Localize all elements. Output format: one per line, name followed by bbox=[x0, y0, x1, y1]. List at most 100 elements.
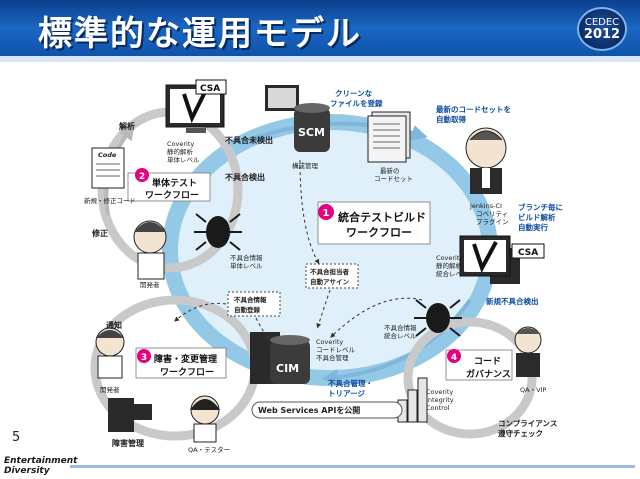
governance-line2: ガバナンス bbox=[466, 368, 511, 380]
center-flow-line2: ワークフロー bbox=[346, 226, 412, 239]
center-flow-num: 1 bbox=[323, 208, 330, 219]
qa-tester-icon bbox=[190, 395, 220, 443]
jenkins-l1: Jenkins-CI bbox=[469, 202, 502, 210]
defect-flow-box: 3 障害・変更管理 ワークフロー bbox=[135, 347, 227, 379]
workflow-diagram: 1 統合テストビルド ワークフロー 2 単体テスト ワークフロー 3 障害・変更… bbox=[84, 79, 563, 454]
cim-server: CIM bbox=[250, 332, 310, 384]
defect-reg-2: 自動登録 bbox=[234, 305, 261, 314]
scm-server: SCM bbox=[265, 85, 330, 152]
cim-l1: Coverity bbox=[316, 338, 343, 346]
csa-right-computer: CSA bbox=[459, 235, 545, 284]
cim-l3: 不具合管理 bbox=[316, 353, 349, 362]
dashed-arrow-2 bbox=[255, 317, 270, 341]
csa-top-box: CSA bbox=[200, 84, 220, 94]
lbl-developer-bottom: 開発者 bbox=[100, 385, 120, 394]
csa-top-l2: 静的解析 bbox=[167, 147, 194, 156]
bug-icon-unit bbox=[194, 213, 242, 251]
lbl-compliance-2: 遵守チェック bbox=[498, 428, 543, 438]
assign-box: 不具合担当者 自動アサイン bbox=[305, 263, 359, 289]
dashed-arrow-4 bbox=[299, 159, 320, 265]
lbl-integrity-2: Integrity bbox=[426, 396, 454, 404]
lbl-compliance-1: コンプライアンス bbox=[498, 418, 557, 428]
governance-line1: コード bbox=[474, 356, 501, 367]
defect-flow-line1: 障害・変更管理 bbox=[154, 353, 217, 365]
defect-flow-line2: ワークフロー bbox=[160, 367, 214, 378]
csa-top-computer: CSA bbox=[165, 79, 227, 133]
cim-box: CIM bbox=[276, 362, 299, 375]
jenkins-butler bbox=[465, 127, 507, 194]
lbl-clean-1: クリーンな bbox=[335, 88, 373, 98]
footer-line2: Diversity bbox=[4, 466, 50, 476]
dashed-arrow-3 bbox=[330, 297, 423, 338]
page-number: 5 bbox=[12, 430, 21, 445]
lbl-defect-int-1: 不具合情報 bbox=[384, 323, 417, 332]
logo-line2: 2012 bbox=[583, 27, 621, 42]
defect-reg-box: 不具合情報 自動登録 bbox=[227, 291, 281, 317]
title-bar-band bbox=[0, 56, 640, 62]
footer-logo: Entertainment Diversity bbox=[4, 456, 77, 476]
defect-reg-1: 不具合情報 bbox=[234, 295, 267, 304]
scm-caption: 構成管理 bbox=[292, 161, 319, 170]
lbl-defect-unit-2: 単体レベル bbox=[230, 261, 263, 270]
lbl-triage-1: 不具合管理・ bbox=[328, 378, 373, 388]
code-set-l1: 最新の bbox=[380, 166, 400, 175]
lbl-integrity-1: Coverity bbox=[426, 388, 453, 396]
logo-line1: CEDEC bbox=[584, 17, 620, 28]
qa-vip-icon bbox=[514, 326, 542, 377]
lbl-new-fix-code: 新規・修正コード bbox=[84, 196, 136, 205]
unit-flow-line2: ワークフロー bbox=[145, 190, 199, 201]
csa-top-l1: Coverity bbox=[167, 140, 194, 148]
developer-bottom-icon bbox=[95, 327, 125, 379]
scm-box: SCM bbox=[298, 126, 325, 139]
lbl-defect-unit-1: 不具合情報 bbox=[230, 253, 263, 262]
lbl-latest-2: 自動取得 bbox=[436, 114, 466, 124]
governance-num: 4 bbox=[451, 353, 457, 363]
unit-flow-box: 2 単体テスト ワークフロー bbox=[127, 168, 211, 202]
lbl-defect-mgmt: 障害管理 bbox=[112, 438, 144, 448]
dashed-arrow-5 bbox=[174, 302, 227, 322]
lbl-analysis: 解析 bbox=[119, 121, 135, 131]
assign-1: 不具合担当者 bbox=[310, 267, 350, 276]
center-flow-line1: 統合テストビルド bbox=[338, 210, 426, 224]
lbl-integrity-3: Control bbox=[426, 404, 450, 412]
footer-line1: Entertainment bbox=[4, 456, 78, 466]
footer-divider bbox=[70, 465, 635, 468]
assign-2: 自動アサイン bbox=[310, 277, 350, 286]
csa-right-l1: Coverity bbox=[436, 254, 463, 262]
lbl-developer-top: 開発者 bbox=[140, 280, 160, 289]
code-set-docs bbox=[367, 111, 411, 163]
center-flow-box: 1 統合テストビルド ワークフロー bbox=[317, 201, 431, 245]
lbl-triage-2: トリアージ bbox=[328, 389, 365, 398]
dashed-arrow-1 bbox=[316, 289, 331, 329]
lbl-unresolved: 不具合未検出 bbox=[225, 135, 273, 145]
web-api: Web Services APIを公開 bbox=[258, 406, 360, 415]
lbl-latest-1: 最新のコードセットを bbox=[436, 104, 511, 114]
governance-box: 4 コード ガバナンス bbox=[445, 349, 513, 381]
lbl-branch-1: ブランチ毎に bbox=[518, 202, 563, 212]
code-doc-label: Code bbox=[98, 151, 117, 159]
cim-l2: コードレベル bbox=[316, 346, 356, 354]
lbl-branch-2: ビルド解析 bbox=[518, 212, 556, 222]
unit-flow-line1: 単体テスト bbox=[152, 177, 197, 189]
lbl-clean-2: ファイルを登録 bbox=[330, 98, 383, 108]
governance-loop bbox=[403, 317, 537, 439]
unit-flow-num: 2 bbox=[139, 172, 145, 182]
lbl-new-defect: 新規不具合検出 bbox=[486, 296, 539, 306]
code-document: Code bbox=[91, 147, 125, 189]
code-set-l2: コードセット bbox=[374, 175, 413, 183]
lbl-branch-3: 自動実行 bbox=[518, 222, 548, 232]
cedec-logo: CEDEC 2012 bbox=[577, 7, 627, 51]
defect-mgmt-computer bbox=[108, 398, 152, 432]
page-title: 標準的な運用モデル bbox=[38, 14, 362, 54]
csa-right-box: CSA bbox=[518, 248, 538, 258]
csa-top-l3: 単体レベル bbox=[167, 155, 200, 164]
jenkins-l2: コベリティ bbox=[476, 210, 508, 218]
lbl-notify: 通知 bbox=[106, 320, 122, 330]
developer-top-icon bbox=[133, 220, 167, 280]
bug-icon-integration bbox=[414, 299, 462, 337]
integrity-bars bbox=[397, 377, 428, 423]
csa-right-l3: 統合レベル bbox=[436, 269, 469, 278]
lbl-qa-vip: QA・VIP bbox=[520, 386, 546, 394]
defect-flow-num: 3 bbox=[141, 353, 147, 363]
lbl-qa-tester: QA・テスター bbox=[188, 445, 230, 454]
